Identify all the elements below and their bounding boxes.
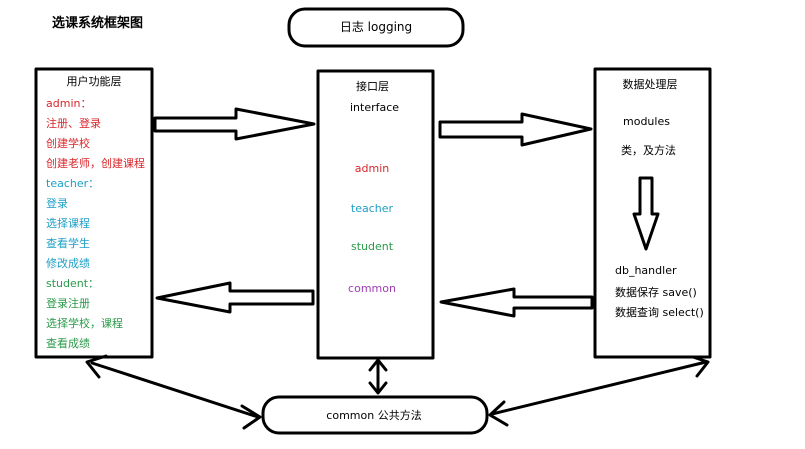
db-select-label: 数据查询 select() <box>615 306 704 319</box>
interface-item-common: common <box>348 282 396 295</box>
page-title: 选课系统框架图 <box>52 16 144 31</box>
interface-item-admin: admin <box>354 162 390 175</box>
data-layer-box <box>593 67 712 359</box>
arrowhead-interface-end <box>368 358 388 372</box>
arrow-user-to-interface <box>153 107 316 141</box>
data-layer-title: 数据处理层 <box>622 78 678 91</box>
db-save-label: 数据保存 save() <box>615 286 697 299</box>
student-item-login-register: 登录注册 <box>46 297 90 310</box>
teacher-item-edit-grades: 修改成绩 <box>46 257 90 270</box>
modules-desc-label: 类，及方法 <box>621 144 676 157</box>
link-data-common <box>490 360 708 416</box>
arrowhead-common-top <box>368 381 388 395</box>
link-user-common <box>90 361 260 419</box>
user-layer-title: 用户功能层 <box>66 75 122 88</box>
arrow-interface-to-user <box>155 281 315 314</box>
teacher-role-label: teacher： <box>46 177 100 190</box>
arrow-modules-to-dbhandler <box>632 176 660 251</box>
teacher-item-choose-course: 选择课程 <box>46 217 90 230</box>
arrowhead-common-right <box>488 400 509 427</box>
arrow-data-to-interface <box>439 287 594 318</box>
logging-box <box>287 7 465 48</box>
admin-item-register-login: 注册、登录 <box>46 117 101 130</box>
teacher-item-login: 登录 <box>46 197 68 210</box>
logging-label: 日志 logging <box>339 20 413 34</box>
student-role-label: student： <box>46 277 100 290</box>
interface-layer-title: 接口层 <box>356 80 389 93</box>
admin-role-label: admin： <box>46 97 92 110</box>
common-label: common 公共方法 <box>326 409 422 422</box>
student-item-choose-school-course: 选择学校，课程 <box>46 317 123 330</box>
arrow-interface-to-data <box>438 112 593 147</box>
interface-layer-subtitle: interface <box>350 101 400 114</box>
arrowhead-common-left <box>240 404 262 430</box>
interface-item-teacher: teacher <box>350 202 394 215</box>
interface-layer-box <box>316 69 435 360</box>
admin-item-create-teacher-course: 创建老师，创建课程 <box>46 157 145 170</box>
teacher-item-view-students: 查看学生 <box>46 237 90 250</box>
student-item-view-grades: 查看成绩 <box>46 337 90 350</box>
arrowhead-user-end <box>85 354 108 379</box>
common-box <box>261 395 489 435</box>
admin-item-create-school: 创建学校 <box>46 137 90 150</box>
user-layer-box <box>34 67 154 359</box>
db-handler-label: db_handler <box>615 264 677 277</box>
arrowhead-data-end <box>691 355 710 378</box>
interface-item-student: student <box>350 240 394 253</box>
modules-label: modules <box>623 115 670 128</box>
